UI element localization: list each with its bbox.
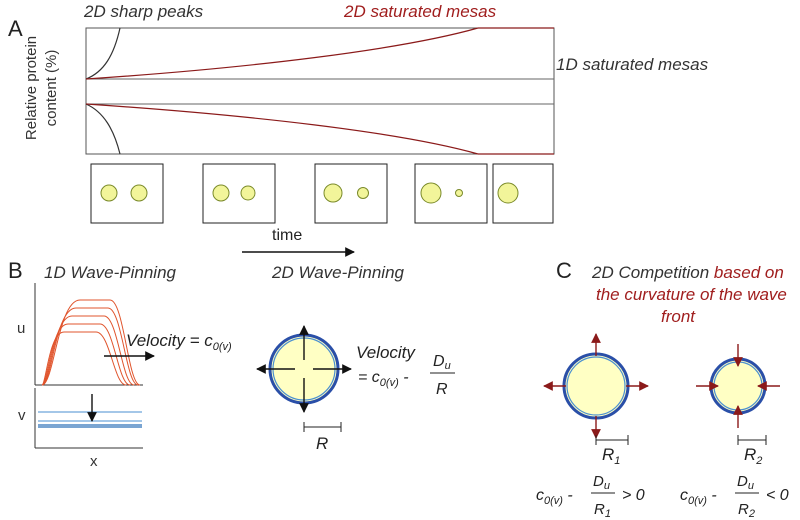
radius-label: R bbox=[316, 434, 328, 453]
snapshot-5 bbox=[492, 163, 554, 224]
spot-left bbox=[212, 184, 230, 202]
small-disc: R2 bbox=[696, 344, 780, 467]
spot-right bbox=[130, 184, 148, 202]
velocity-2d-formula: = c0(v) - bbox=[358, 369, 409, 389]
mesa-lower-curve bbox=[85, 103, 479, 155]
v-plot: v x bbox=[18, 388, 143, 470]
svg-text:R1: R1 bbox=[594, 501, 611, 520]
u-axis-label: u bbox=[17, 320, 25, 337]
snapshot-1 bbox=[90, 163, 164, 224]
svg-text:c0(v) -: c0(v) - bbox=[536, 487, 573, 507]
equation-small-disc: c0(v) - Du R2 < 0 bbox=[680, 473, 789, 520]
spot-left bbox=[323, 183, 343, 203]
velocity-2d-numerator: Du bbox=[433, 353, 451, 372]
equation-large-disc: c0(v) - Du R1 > 0 bbox=[536, 473, 645, 520]
label-2d-sharp-peaks: 2D sharp peaks bbox=[83, 2, 204, 21]
title-2d-wave-pinning: 2D Wave-Pinning bbox=[271, 263, 405, 282]
svg-text:> 0: > 0 bbox=[622, 487, 645, 504]
u-plot: u bbox=[17, 283, 155, 386]
plot-frame bbox=[85, 27, 555, 155]
velocity-1d-formula: Velocity = c0(v) bbox=[126, 331, 232, 353]
sharp-peak-lower-curve bbox=[85, 103, 121, 155]
title-1d-wave-pinning: 1D Wave-Pinning bbox=[44, 263, 177, 282]
svg-text:R2: R2 bbox=[738, 501, 755, 520]
v-axis-label: v bbox=[18, 407, 26, 424]
svg-text:c0(v) -: c0(v) - bbox=[680, 487, 717, 507]
title-c-line2: the curvature of the wave bbox=[596, 285, 787, 304]
label-1d-saturated-mesas: 1D saturated mesas bbox=[556, 55, 709, 74]
panel-a-plot bbox=[85, 27, 555, 155]
title-c-line1: 2D Competition based on bbox=[591, 263, 784, 282]
spot-right bbox=[240, 185, 256, 201]
y-axis-label: Relative protein content (%) bbox=[23, 36, 60, 140]
label-2d-saturated-mesas: 2D saturated mesas bbox=[343, 2, 497, 21]
panel-label-b: B bbox=[8, 258, 23, 283]
sharp-peak-upper-curve bbox=[85, 27, 121, 80]
mesa-upper-curve bbox=[85, 27, 479, 80]
time-label: time bbox=[272, 227, 302, 244]
svg-text:Du: Du bbox=[737, 473, 754, 492]
x-axis-label: x bbox=[90, 453, 98, 470]
r1-label: R1 bbox=[602, 445, 620, 467]
snapshot-3 bbox=[314, 163, 388, 224]
snapshot-2 bbox=[202, 163, 276, 224]
velocity-2d-label: Velocity bbox=[356, 343, 416, 362]
spot-left bbox=[420, 182, 442, 204]
spot-right bbox=[455, 189, 463, 197]
y-axis-label-line1: Relative protein bbox=[23, 36, 40, 140]
spot-right bbox=[357, 187, 369, 199]
r2-label: R2 bbox=[744, 445, 762, 467]
panel-label-c: C bbox=[556, 258, 572, 283]
svg-text:Du: Du bbox=[593, 473, 610, 492]
spot-left bbox=[100, 184, 118, 202]
y-axis-label-line2: content (%) bbox=[43, 50, 60, 127]
wave-front-2d: R bbox=[256, 325, 352, 453]
title-c-line3: front bbox=[661, 307, 696, 326]
large-disc: R1 bbox=[543, 333, 649, 467]
panel-label-a: A bbox=[8, 16, 23, 41]
spot-left bbox=[497, 182, 519, 204]
velocity-2d-denominator: R bbox=[436, 381, 448, 398]
svg-text:< 0: < 0 bbox=[766, 487, 789, 504]
snapshot-4 bbox=[414, 163, 488, 224]
snapshot-row bbox=[90, 163, 554, 224]
